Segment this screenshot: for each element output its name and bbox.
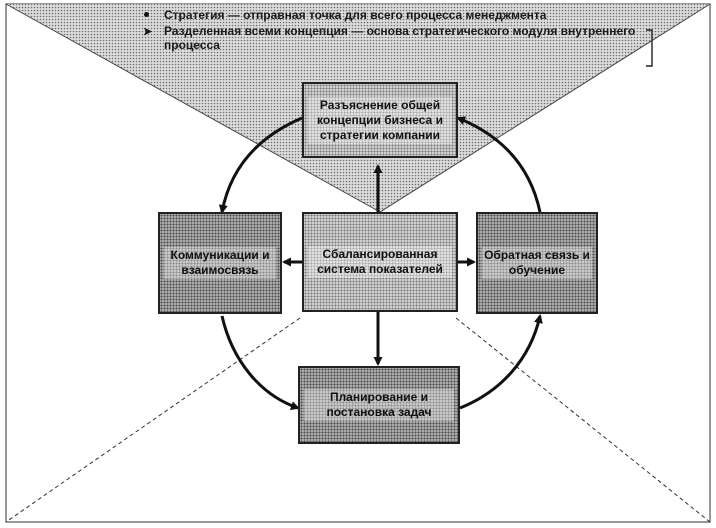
shade-edge-left: [5, 3, 381, 213]
box-feedback-learning-label: Обратная связь и обучение: [482, 247, 592, 279]
dashed-diagonal-right: [455, 317, 711, 523]
arc-bottom-to-right: [459, 314, 543, 410]
bullet-arrow-icon: ➤: [143, 26, 153, 38]
arc-left-to-bottom: [220, 315, 300, 410]
box-strategy-concept: Разъяснение общей концепции бизнеса и ст…: [302, 82, 458, 158]
bracket-mark: [646, 29, 653, 67]
box-balanced-scorecard: Сбалансированная система показателей: [302, 212, 458, 312]
bullet-list: Стратегия — отправная точка для всего пр…: [140, 8, 660, 54]
shade-edge-right: [379, 3, 711, 213]
bullet-item: Стратегия — отправная точка для всего пр…: [140, 8, 660, 22]
box-communication: Коммуникации и взаимосвязь: [158, 212, 282, 314]
bullet-text: Разделенная всеми концепция — основа стр…: [164, 24, 636, 52]
box-feedback-learning: Обратная связь и обучение: [476, 212, 598, 314]
box-planning-targets: Планирование и постановка задач: [298, 366, 460, 444]
bullet-item: ➤ Разделенная всеми концепция — основа с…: [140, 24, 660, 52]
box-communication-label: Коммуникации и взаимосвязь: [164, 247, 276, 279]
dashed-diagonal-left: [5, 317, 301, 523]
arc-right-to-top: [456, 116, 542, 213]
box-planning-targets-label: Планирование и постановка задач: [304, 389, 454, 421]
bullet-dot-icon: [144, 12, 149, 17]
arc-top-to-left: [218, 116, 303, 214]
bullet-text: Стратегия — отправная точка для всего пр…: [164, 8, 547, 22]
box-balanced-scorecard-label: Сбалансированная система показателей: [308, 246, 452, 278]
box-strategy-concept-label: Разъяснение общей концепции бизнеса и ст…: [308, 96, 452, 144]
